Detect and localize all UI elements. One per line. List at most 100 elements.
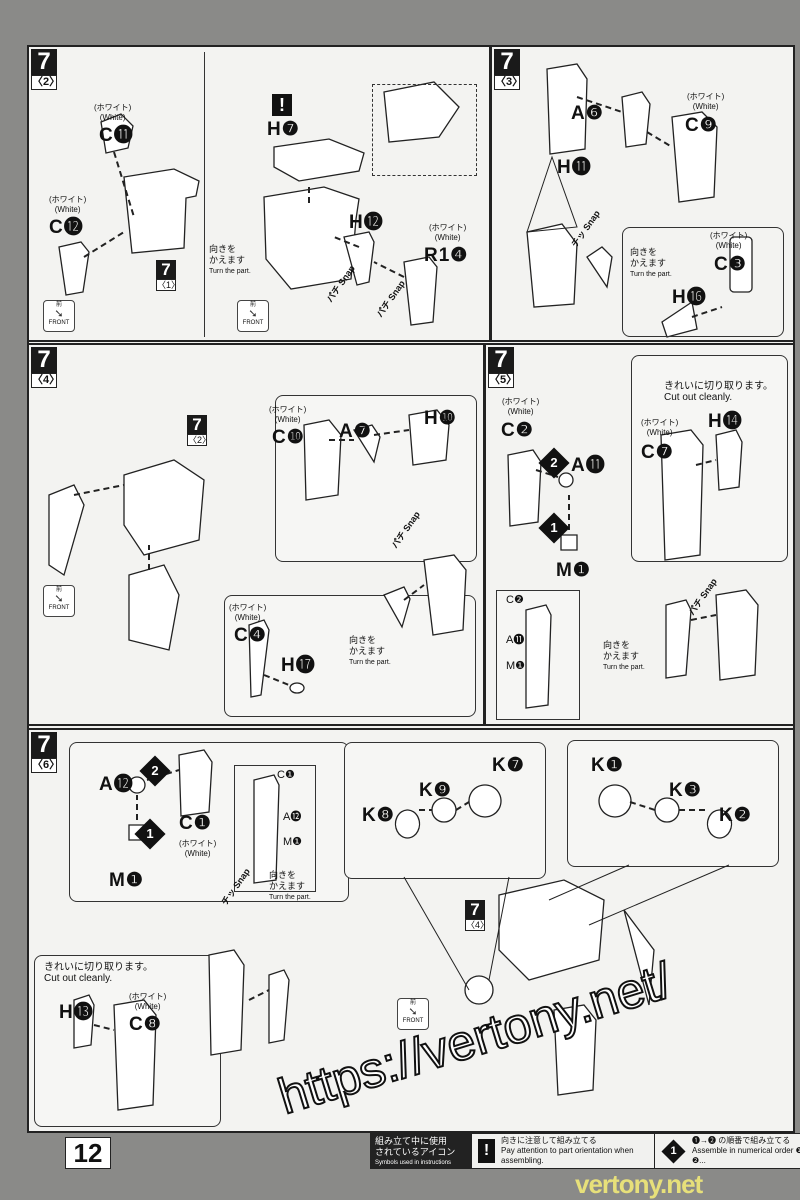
part-h7-shape	[273, 138, 365, 182]
callout-box	[622, 227, 784, 337]
white-ja: (ホワイト)	[179, 839, 217, 848]
legend-order-ja: ❶→❷ の順番で組み立てる	[692, 1136, 791, 1145]
step-sub: 〈5〉	[488, 373, 518, 388]
turn-ja: 向きを かえます	[349, 635, 386, 656]
inset-label: M❶	[283, 836, 303, 848]
legend-attention-en: Pay attention to part orientation when a…	[501, 1146, 634, 1165]
order-step-1: 1	[134, 818, 166, 850]
legend-title-en: Symbols used in instructions	[375, 1160, 452, 1166]
white-ja: (ホワイト)	[687, 92, 725, 101]
color-note: (ホワイト)(White)	[429, 223, 466, 243]
turn-part-note: 向きを かえます Turn the part.	[603, 640, 645, 673]
part-label-h10: H❿	[424, 408, 457, 429]
ref-step-number: 7	[187, 415, 207, 434]
arrow-icon: ➘	[408, 1006, 418, 1018]
ref-step-sub: 〈4〉	[465, 919, 490, 931]
part-label-a6: A❻	[571, 103, 604, 124]
white-en: (White)	[134, 1002, 161, 1011]
part-label-h12: H⓬	[349, 212, 384, 233]
part-label-c4: C❹	[234, 625, 267, 646]
order-number: 1	[146, 826, 154, 841]
step-badge: 7〈4〉	[31, 347, 61, 388]
arrow-icon: ➘	[54, 308, 64, 320]
front-indicator: 前➘FRONT	[237, 300, 269, 332]
part-illustrations	[526, 63, 753, 338]
legend-attention-ja: 向きに注意して組み立てる	[501, 1136, 597, 1145]
order-number: 2	[151, 763, 159, 778]
step-7-5-panel: 7〈5〉 (ホワイト)(White) C❷ 2 A⓫ 1 M❶ C❷ A⓫ M❶…	[484, 343, 795, 726]
inset-label: A⓫	[506, 634, 525, 646]
turn-ja: 向きを かえます	[603, 640, 640, 661]
legend-title-ja: 組み立て中に使用 されているアイコン	[375, 1136, 456, 1157]
color-note: (ホワイト)(White)	[269, 405, 306, 425]
part-label-c2: C❷	[501, 420, 534, 441]
part-label-c3: C❸	[714, 254, 747, 275]
part-label-a12: A⓬	[99, 774, 134, 795]
white-en: (White)	[507, 407, 534, 416]
brand-watermark: vertony.net	[575, 1169, 703, 1199]
white-en: (White)	[99, 113, 126, 122]
detail-view-shape	[383, 81, 460, 143]
part-label-a7: A❼	[339, 421, 372, 442]
white-ja: (ホワイト)	[94, 103, 132, 112]
part-label-c8: C❽	[129, 1014, 162, 1035]
color-note: (ホワイト)(White)	[179, 839, 216, 859]
part-c12-shape	[58, 241, 90, 296]
front-ja: 前	[55, 302, 62, 308]
part-label-c12: C⓬	[49, 217, 84, 238]
white-ja: (ホワイト)	[229, 603, 267, 612]
order-step-2: 2	[538, 447, 570, 479]
step-7-3-panel: 7〈3〉 A❻ (ホワイト)(White) C❾ H⓫ チッ Snap 向きを …	[490, 45, 795, 342]
part-label-m1: M❶	[556, 560, 591, 581]
part-label-h17: H⓱	[281, 655, 316, 676]
white-en: (White)	[234, 613, 261, 622]
step-number: 7	[494, 49, 520, 75]
color-note: (ホワイト)(White)	[641, 418, 678, 438]
part-illustrations	[73, 749, 733, 1111]
front-ja: 前	[409, 1000, 416, 1006]
attention-icon: !	[272, 94, 292, 116]
ref-step-number: 7	[465, 900, 485, 919]
step-badge: 7〈2〉	[31, 49, 61, 90]
order-number: 1	[550, 520, 558, 535]
arrow-icon: ➘	[54, 593, 64, 605]
white-ja: (ホワイト)	[641, 418, 679, 427]
detail-view-box	[372, 84, 477, 176]
ref-step-badge: 7〈1〉	[156, 260, 181, 291]
part-label-c10: C❿	[272, 427, 305, 448]
step-sub: 〈4〉	[31, 373, 61, 388]
step-sub: 〈3〉	[494, 75, 524, 90]
white-ja: (ホワイト)	[269, 405, 307, 414]
turn-en: Turn the part.	[603, 664, 645, 671]
white-ja: (ホワイト)	[710, 231, 748, 240]
front-ja: 前	[249, 302, 256, 308]
white-ja: (ホワイト)	[129, 992, 167, 1001]
ref-step-sub: 〈2〉	[187, 434, 212, 446]
front-en: FRONT	[242, 320, 264, 326]
part-label-k7: K❼	[492, 755, 525, 776]
step-badge: 7〈3〉	[494, 49, 524, 90]
color-note: (ホワイト)(White)	[94, 103, 131, 123]
front-indicator: 前➘FRONT	[397, 998, 429, 1030]
color-note: (ホワイト)(White)	[229, 603, 266, 623]
white-en: (White)	[646, 428, 673, 437]
part-h12-shape	[343, 231, 375, 286]
white-en: (White)	[715, 241, 742, 250]
divider	[204, 52, 205, 337]
front-en: FRONT	[48, 320, 70, 326]
turn-en: Turn the part.	[209, 268, 251, 275]
color-note: (ホワイト)(White)	[49, 195, 86, 215]
step-number: 7	[31, 732, 57, 758]
legend-title: 組み立て中に使用 されているアイコン Symbols used in instru…	[371, 1134, 471, 1168]
order-number: 2	[550, 455, 558, 470]
step-badge: 7〈6〉	[31, 732, 60, 773]
cut-ja: きれいに切り取ります。	[44, 962, 153, 973]
white-en: (White)	[274, 415, 301, 424]
page-number: 12	[65, 1137, 111, 1169]
cut-en: Cut out cleanly.	[44, 973, 113, 984]
ref-step-sub: 〈1〉	[156, 279, 181, 291]
step-sub: 〈2〉	[31, 75, 61, 90]
